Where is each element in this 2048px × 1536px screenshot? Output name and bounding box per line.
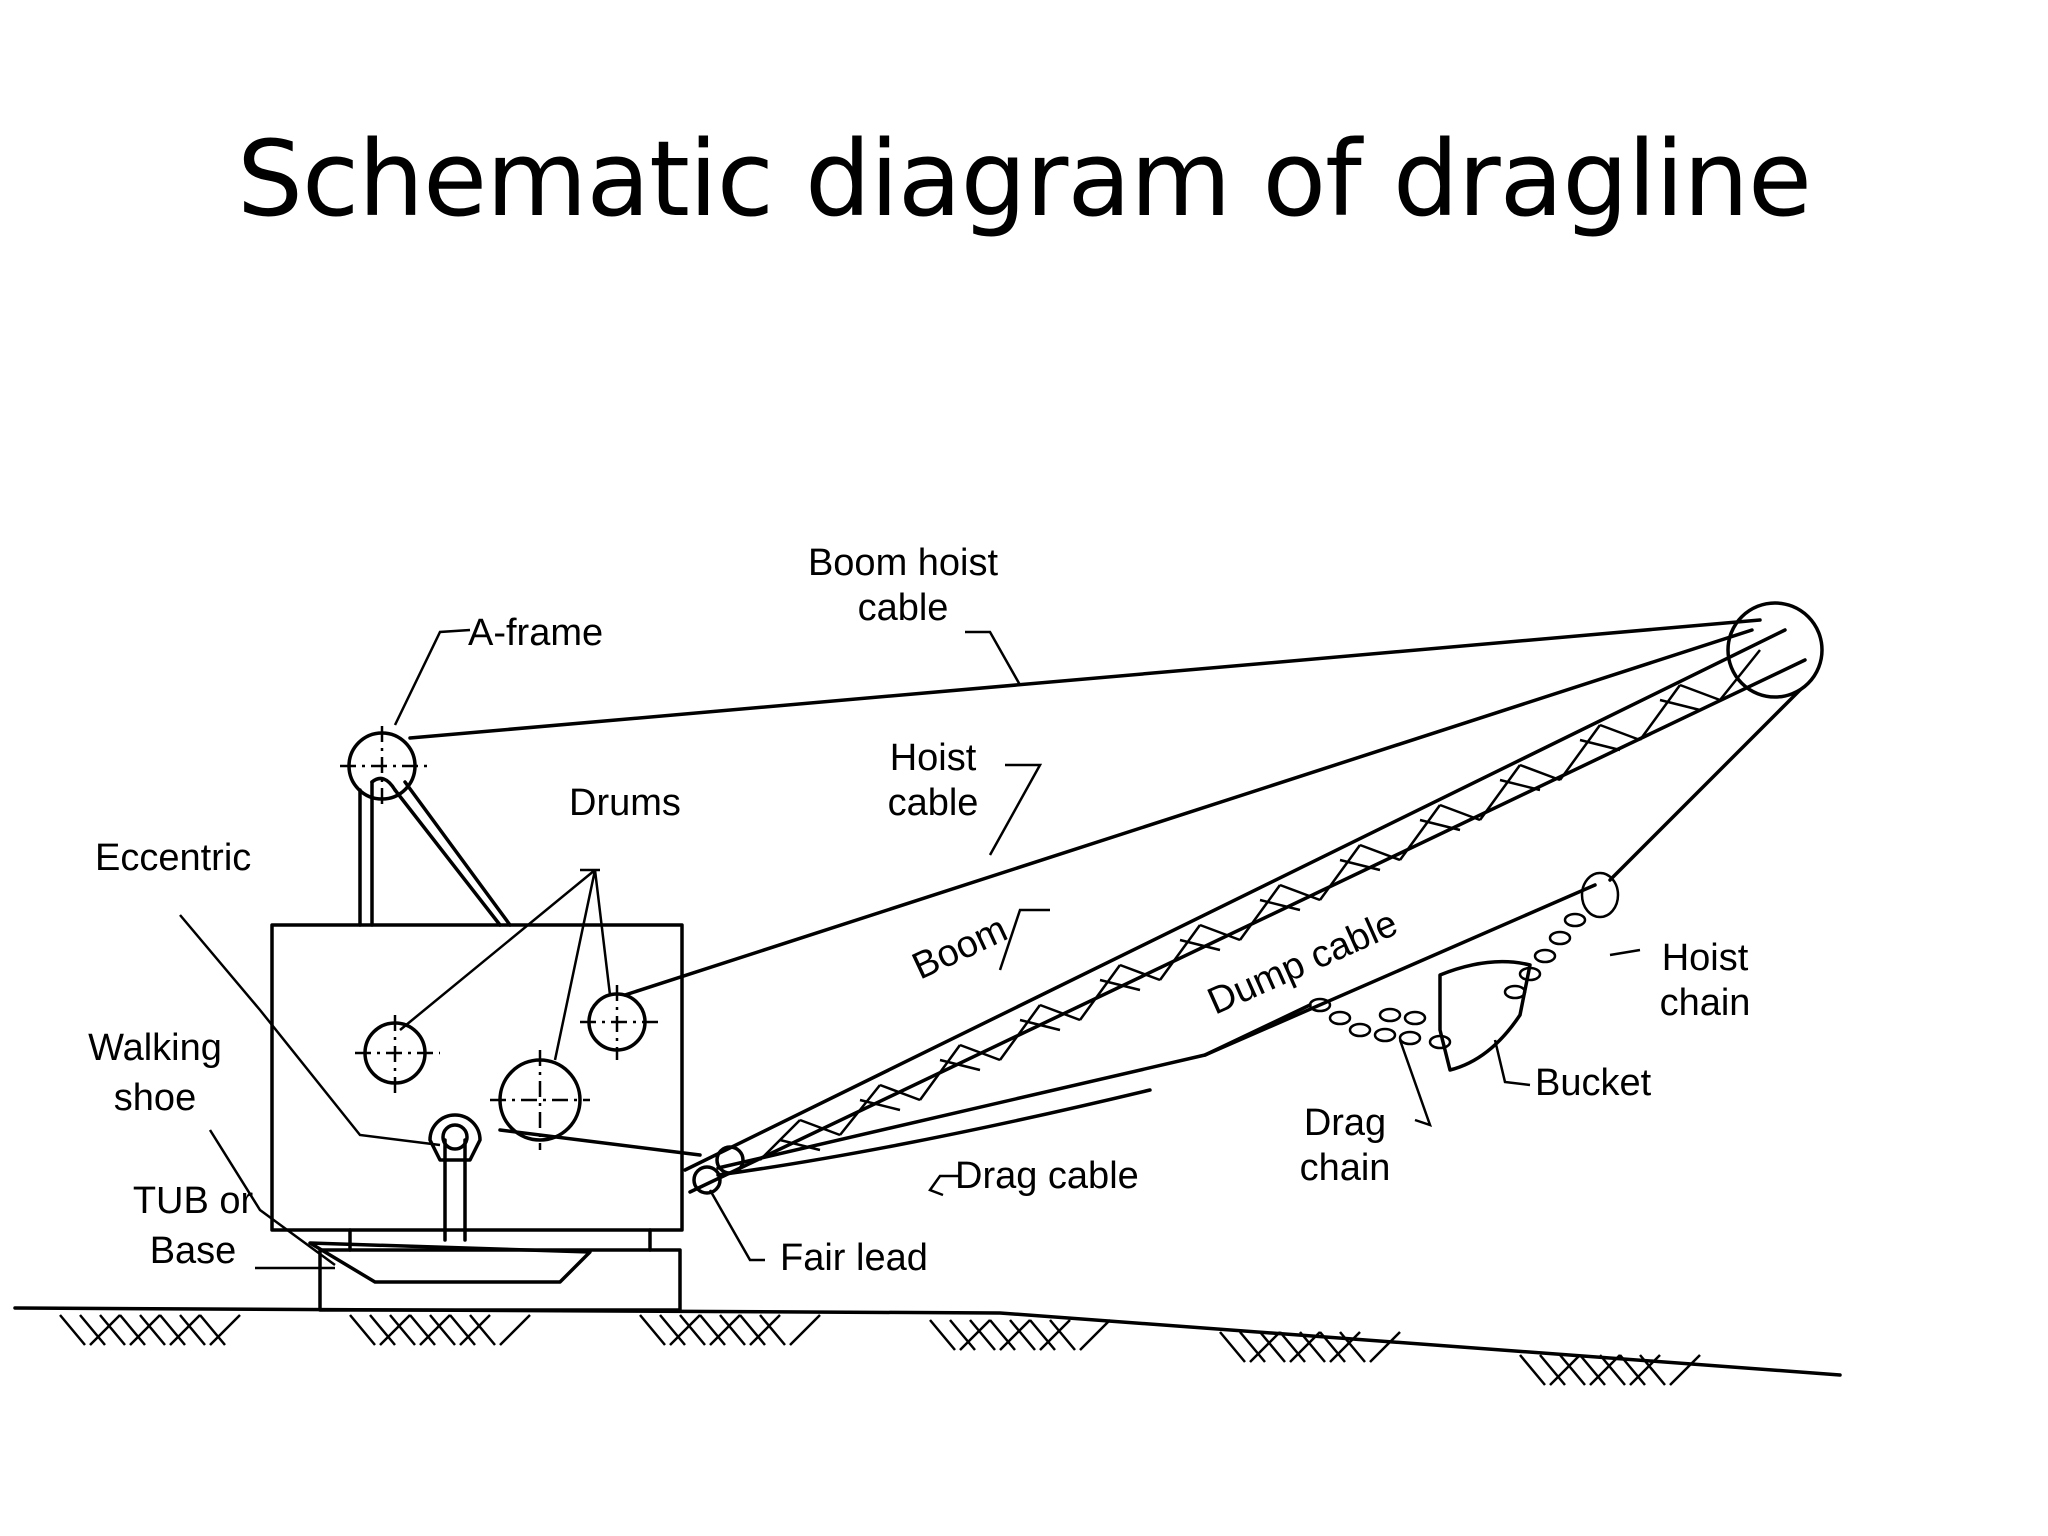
label-eccentric: Eccentric	[95, 837, 251, 879]
drums	[355, 985, 660, 1150]
label-hoist-cable: Hoist	[890, 737, 977, 779]
label-boom-hoist-cable-2: cable	[858, 587, 949, 629]
ground-hatching	[59, 1314, 1701, 1386]
label-boom: Boom	[906, 908, 1014, 988]
a-frame	[340, 726, 512, 927]
boom	[683, 601, 1824, 1194]
slide-title: Schematic diagram of dragline	[236, 118, 1812, 240]
chains	[1308, 871, 1620, 1050]
label-dump-cable: Dump cable	[1202, 902, 1404, 1023]
label-boom-hoist-cable: Boom hoist	[808, 542, 999, 584]
tub-base	[318, 1228, 682, 1312]
label-drag-chain-2: chain	[1300, 1147, 1391, 1189]
labels: Boom hoist cable A-frame Drums Hoist cab…	[88, 542, 1750, 1279]
eccentric	[428, 1113, 482, 1242]
leader-lines	[179, 628, 1641, 1270]
label-walking-shoe-2: shoe	[114, 1077, 196, 1119]
label-fair-lead: Fair lead	[780, 1237, 928, 1279]
cables	[408, 618, 1802, 1177]
label-hoist-chain: Hoist	[1662, 937, 1749, 979]
walking-shoe	[308, 1241, 592, 1284]
ground	[13, 1306, 1842, 1386]
label-drag-chain: Drag	[1304, 1102, 1386, 1144]
label-a-frame: A-frame	[468, 612, 603, 654]
label-drums: Drums	[569, 782, 681, 824]
bucket	[1438, 959, 1532, 1072]
label-tub-base-2: Base	[150, 1230, 237, 1272]
dragline-diagram: Boom hoist cable A-frame Drums Hoist cab…	[0, 470, 1960, 1425]
label-walking-shoe: Walking	[88, 1027, 222, 1069]
label-hoist-cable-2: cable	[888, 782, 979, 824]
label-drag-cable: Drag cable	[955, 1155, 1139, 1197]
label-hoist-chain-2: chain	[1660, 982, 1751, 1024]
label-bucket: Bucket	[1535, 1062, 1652, 1104]
machine-house	[270, 923, 684, 1232]
label-tub-base: TUB or	[133, 1180, 254, 1222]
